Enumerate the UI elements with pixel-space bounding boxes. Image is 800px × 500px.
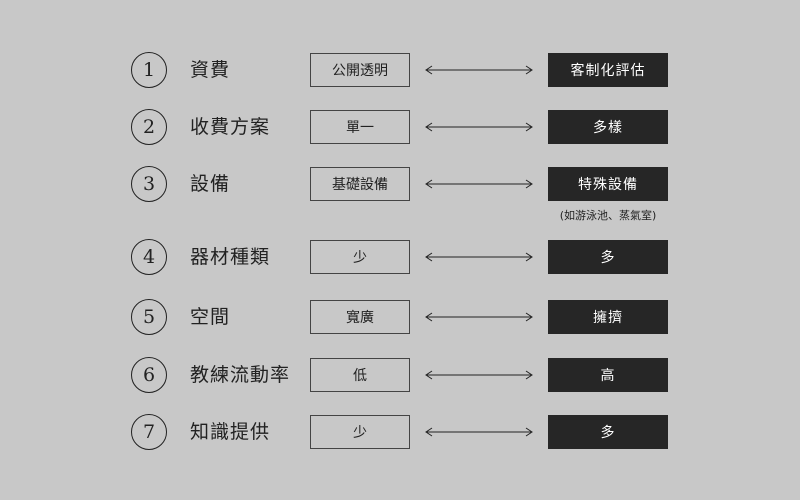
left-value-box: 基礎設備 — [310, 167, 410, 201]
right-value-box: 多 — [548, 240, 668, 274]
comparison-row-5: 5 空間 寬廣 擁擠 — [0, 299, 800, 339]
double-arrow-icon — [425, 179, 533, 189]
left-value-box: 少 — [310, 240, 410, 274]
comparison-row-3: 3 設備 基礎設備 特殊設備 (如游泳池、蒸氣室) — [0, 166, 800, 222]
right-value-box: 多 — [548, 415, 668, 449]
left-value-box: 寬廣 — [310, 300, 410, 334]
row-number-badge: 5 — [131, 299, 167, 335]
row-number-badge: 1 — [131, 52, 167, 88]
row-label: 知識提供 — [190, 421, 271, 443]
right-value-box: 客制化評估 — [548, 53, 668, 87]
row-label: 器材種類 — [190, 246, 271, 268]
row-label: 設備 — [190, 173, 231, 195]
right-value-box: 多樣 — [548, 110, 668, 144]
double-arrow-icon — [425, 312, 533, 322]
row-number-badge: 3 — [131, 166, 167, 202]
row-number-badge: 7 — [131, 414, 167, 450]
left-value-box: 低 — [310, 358, 410, 392]
double-arrow-icon — [425, 252, 533, 262]
row-number-badge: 2 — [131, 109, 167, 145]
double-arrow-icon — [425, 65, 533, 75]
comparison-row-4: 4 器材種類 少 多 — [0, 239, 800, 279]
right-value-box: 特殊設備 — [548, 167, 668, 201]
right-value-box: 高 — [548, 358, 668, 392]
row-label: 收費方案 — [190, 116, 271, 138]
left-value-box: 單一 — [310, 110, 410, 144]
right-value-box: 擁擠 — [548, 300, 668, 334]
comparison-row-2: 2 收費方案 單一 多樣 — [0, 109, 800, 149]
right-value-note: (如游泳池、蒸氣室) — [559, 209, 657, 222]
row-number-badge: 6 — [131, 357, 167, 393]
double-arrow-icon — [425, 370, 533, 380]
row-label: 空間 — [190, 306, 231, 328]
double-arrow-icon — [425, 427, 533, 437]
comparison-row-1: 1 資費 公開透明 客制化評估 — [0, 52, 800, 92]
row-number-badge: 4 — [131, 239, 167, 275]
left-value-box: 少 — [310, 415, 410, 449]
row-label: 教練流動率 — [190, 364, 291, 386]
comparison-row-6: 6 教練流動率 低 高 — [0, 357, 800, 397]
left-value-box: 公開透明 — [310, 53, 410, 87]
comparison-row-7: 7 知識提供 少 多 — [0, 414, 800, 454]
double-arrow-icon — [425, 122, 533, 132]
row-label: 資費 — [190, 59, 231, 81]
